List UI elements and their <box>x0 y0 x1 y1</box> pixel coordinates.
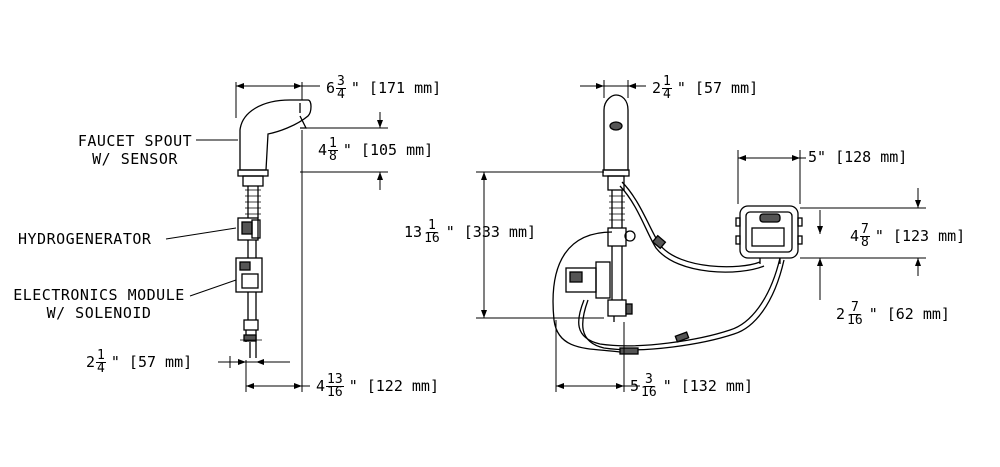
faucet-spout-label: FAUCET SPOUT W/ SENSOR <box>70 132 200 168</box>
electronics-module-label-line1: ELECTRONICS MODULE <box>13 286 185 304</box>
side-view-leaders <box>165 139 238 297</box>
faucet-spout-label-line1: FAUCET SPOUT <box>77 132 193 150</box>
side-view-faucet <box>235 99 312 358</box>
side-view-dimensions <box>218 82 388 392</box>
dim-box-width: 5" [128 mm] <box>808 148 908 166</box>
hydrogenerator-label: HYDROGENERATOR <box>18 230 152 248</box>
front-view-faucet <box>552 94 803 355</box>
side-view-arrows <box>236 83 383 389</box>
front-view-arrows <box>481 83 921 389</box>
electronics-module-label-line2: W/ SOLENOID <box>46 304 152 322</box>
electronics-module-label: ELECTRONICS MODULE W/ SOLENOID <box>4 286 194 322</box>
faucet-spout-label-line2: W/ SENSOR <box>92 150 178 168</box>
